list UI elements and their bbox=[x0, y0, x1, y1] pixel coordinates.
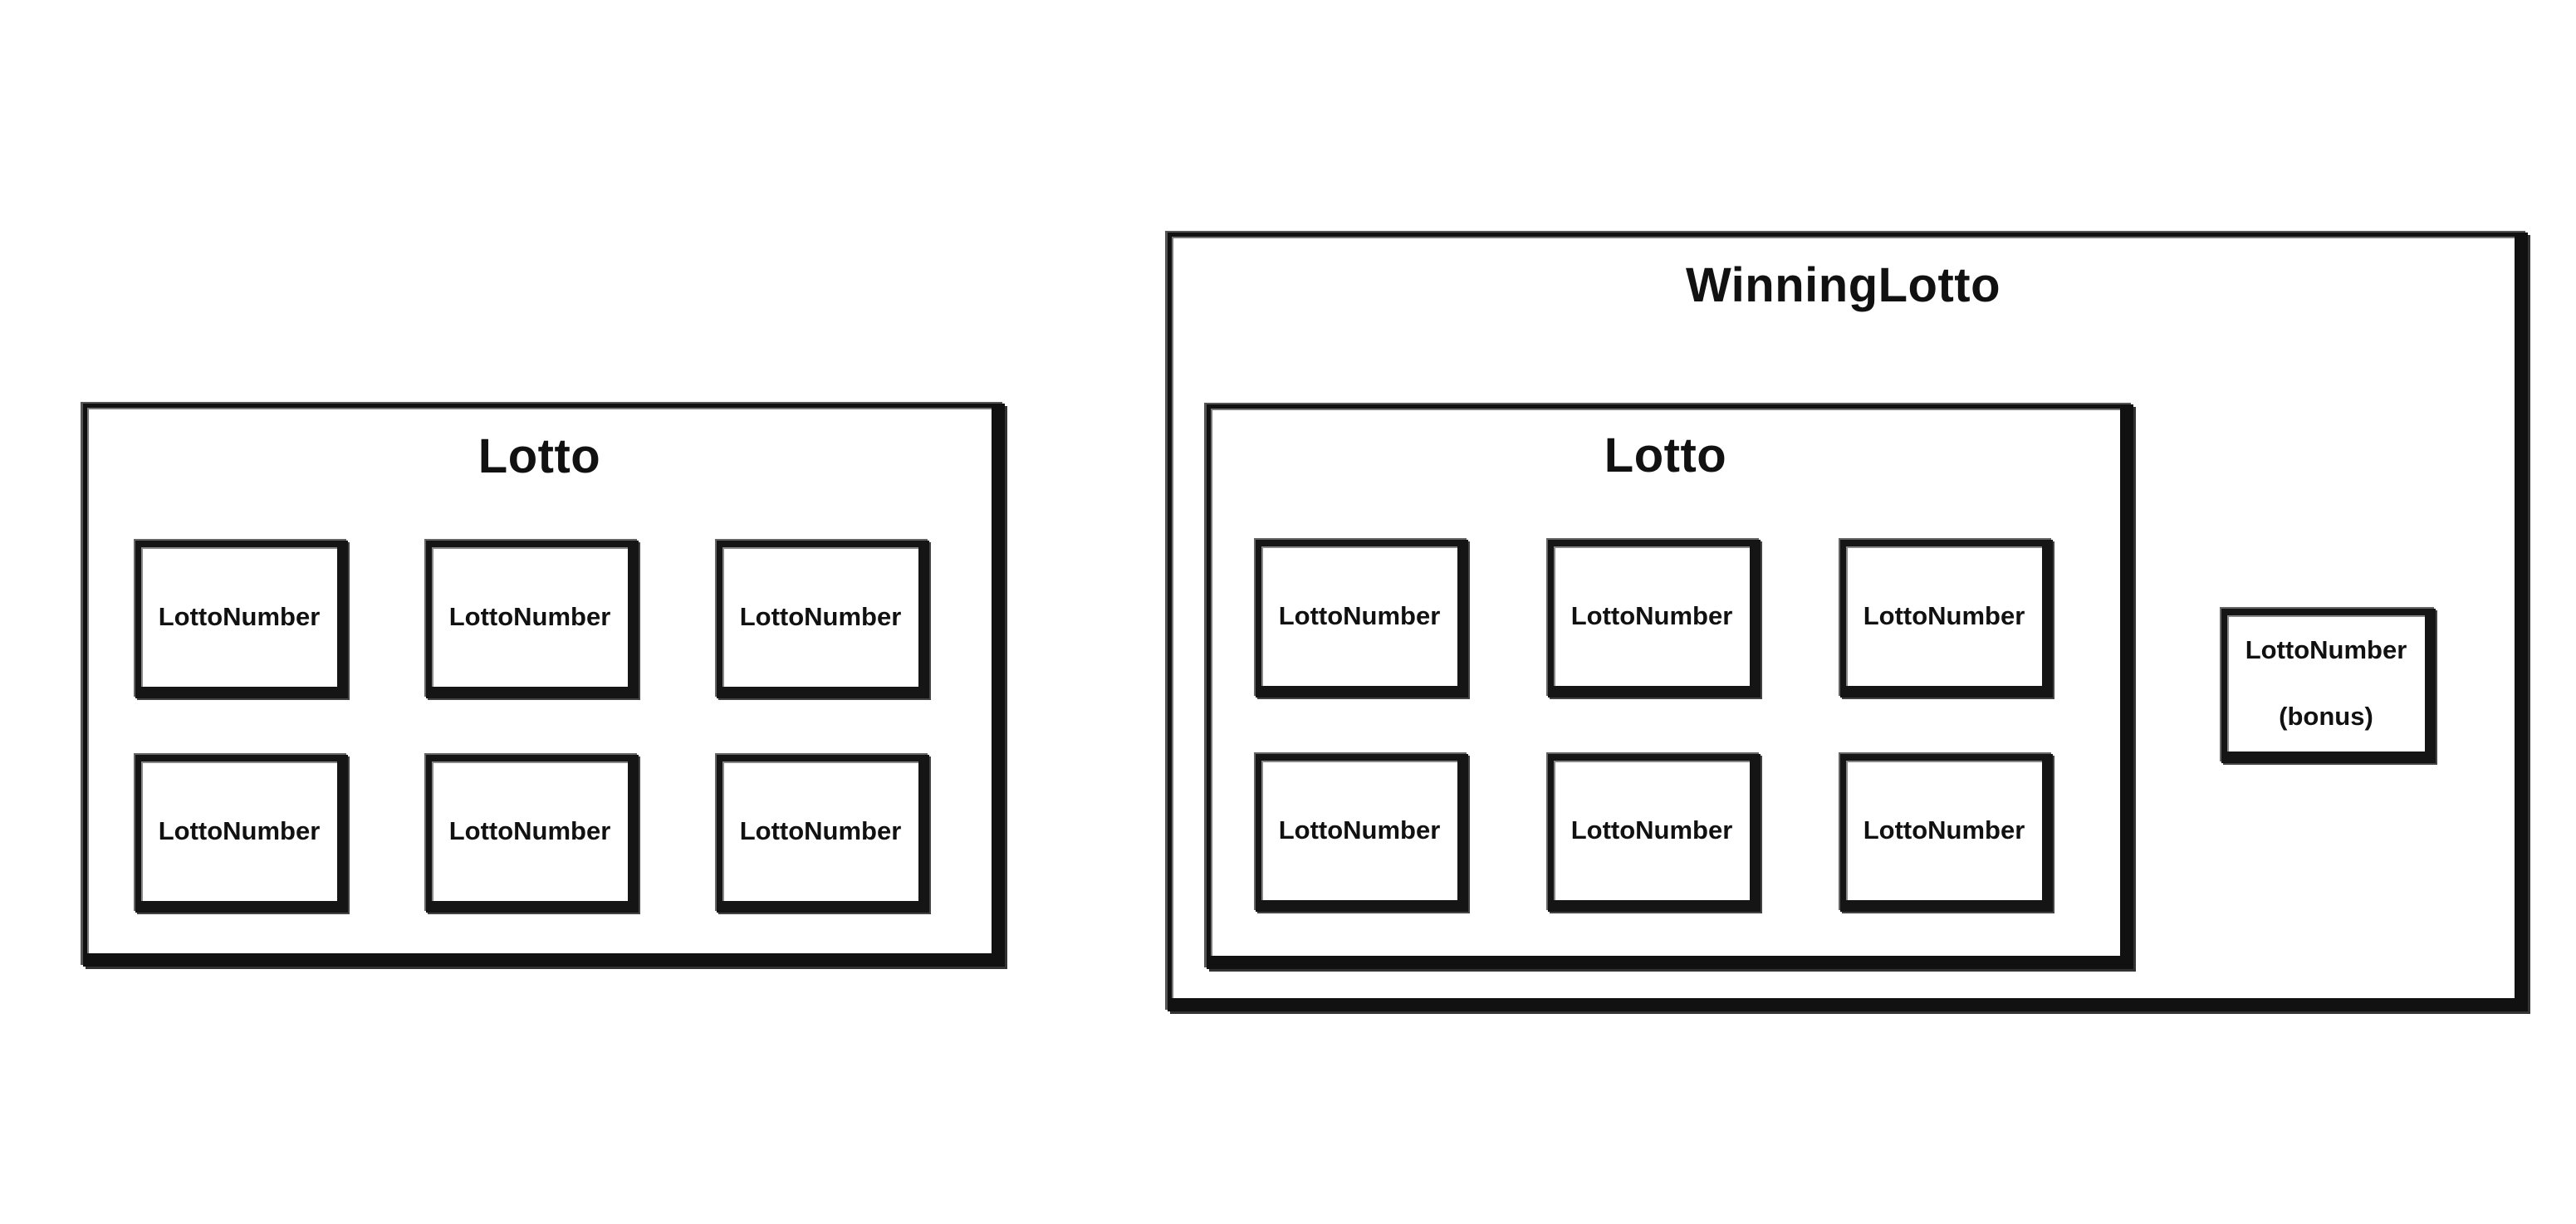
lotto-number-box: LottoNumber bbox=[1256, 754, 1468, 912]
winning-lotto-box: WinningLotto Lotto LottoNumber LottoNumb… bbox=[1168, 233, 2528, 1011]
lotto-number-label: LottoNumber bbox=[448, 601, 611, 631]
lotto-number-box: LottoNumber bbox=[1548, 540, 1761, 698]
nested-lotto-title: Lotto bbox=[1604, 428, 1727, 482]
lotto-number-label: LottoNumber bbox=[1863, 600, 2025, 630]
nested-lotto-box: Lotto LottoNumber LottoNumber LottoNumbe… bbox=[1207, 404, 2133, 969]
lotto-number-label: LottoNumber bbox=[1570, 815, 1733, 845]
lotto-number-box: LottoNumber bbox=[717, 541, 929, 698]
lotto-number-box: LottoNumber bbox=[717, 755, 929, 913]
lotto-number-box: LottoNumber bbox=[135, 541, 348, 698]
lotto-number-label: LottoNumber bbox=[1278, 600, 1441, 630]
lotto-number-label: LottoNumber bbox=[1278, 815, 1441, 845]
lotto-number-label: LottoNumber bbox=[1863, 815, 2025, 845]
winning-lotto-title: WinningLotto bbox=[1685, 258, 2001, 312]
lotto-number-box: LottoNumber bbox=[426, 541, 639, 698]
lotto-number-label: LottoNumber bbox=[158, 601, 321, 631]
lotto-number-label: LottoNumber bbox=[1570, 600, 1733, 630]
bonus-lotto-number-tag: (bonus) bbox=[2279, 702, 2373, 732]
lotto-number-box: LottoNumber bbox=[1840, 754, 2053, 912]
lotto-title: Lotto bbox=[477, 429, 601, 483]
lotto-number-label: LottoNumber bbox=[158, 815, 321, 845]
lotto-number-box: LottoNumber bbox=[1256, 540, 1468, 698]
lotto-number-label: LottoNumber bbox=[448, 815, 611, 845]
lotto-number-box: LottoNumber bbox=[1548, 754, 1761, 912]
lotto-number-box: LottoNumber bbox=[135, 755, 348, 913]
lotto-number-box: LottoNumber bbox=[426, 755, 639, 913]
lotto-number-label: LottoNumber bbox=[739, 601, 902, 631]
lotto-number-box: LottoNumber bbox=[1840, 540, 2053, 698]
bonus-lotto-number-box: LottoNumber (bonus) bbox=[2221, 609, 2436, 763]
bonus-lotto-number-label: LottoNumber (bonus) bbox=[2245, 600, 2407, 766]
bonus-lotto-number-name: LottoNumber bbox=[2245, 634, 2407, 664]
lotto-number-label: LottoNumber bbox=[739, 815, 902, 845]
lotto-box: Lotto LottoNumber LottoNumber LottoNumbe… bbox=[83, 404, 1005, 967]
